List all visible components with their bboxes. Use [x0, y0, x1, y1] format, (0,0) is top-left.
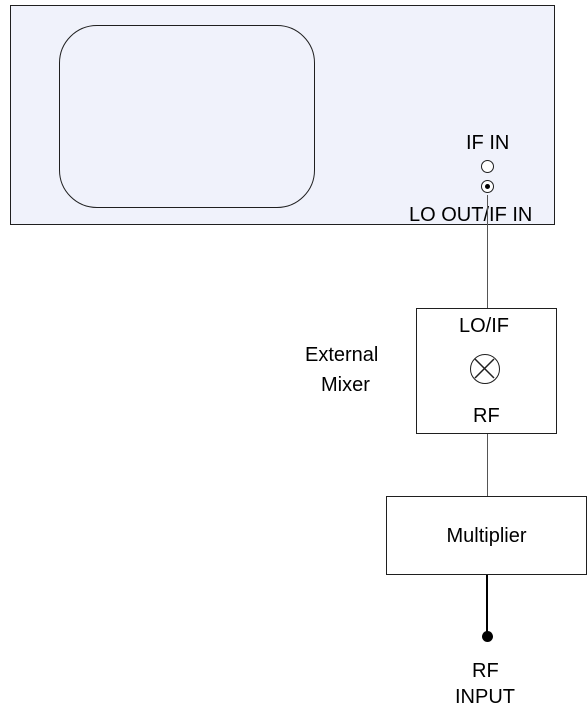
- rf-input-connector-dot[interactable]: [482, 631, 493, 642]
- line-multiplier-to-rf-input: [486, 575, 488, 636]
- if-in-port[interactable]: [481, 160, 494, 173]
- rf-input-label-line2: INPUT: [455, 686, 515, 708]
- instrument-display: [59, 25, 315, 208]
- lo-out-if-in-port[interactable]: [481, 180, 494, 193]
- mixer-lo-if-label: LO/IF: [459, 315, 510, 337]
- line-mixer-to-multiplier: [487, 434, 488, 496]
- external-mixer-label-line2: Mixer: [321, 374, 370, 396]
- cable-port-to-mixer: [487, 195, 488, 308]
- lo-out-if-in-label: LO OUT/IF IN: [409, 204, 533, 226]
- rf-input-label-line1: RF: [472, 660, 499, 682]
- if-in-label: IF IN: [466, 132, 510, 154]
- port-center-dot: [484, 183, 490, 189]
- instrument-panel: [10, 5, 555, 225]
- external-mixer-label-line1: External: [305, 344, 379, 366]
- multiplier-label: Multiplier: [446, 524, 527, 547]
- mixer-rf-label: RF: [473, 405, 500, 427]
- mixer-icon: [470, 354, 500, 384]
- multiplier-box: Multiplier: [386, 496, 587, 575]
